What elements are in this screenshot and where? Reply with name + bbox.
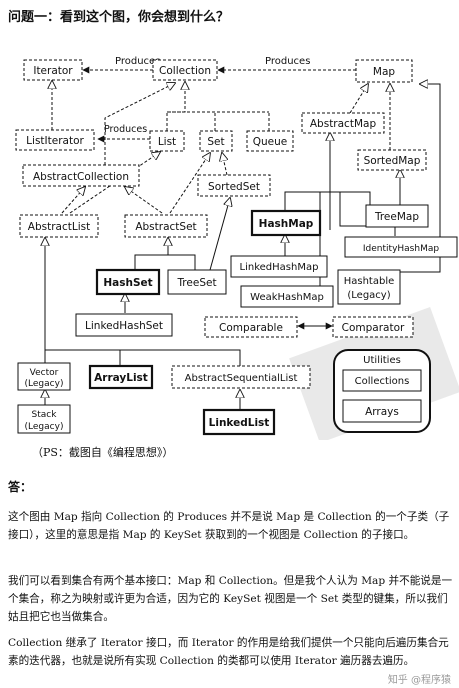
abstractlist-label: AbstractList (28, 221, 90, 233)
edge-list-collection (166, 82, 185, 131)
sortedset-label: SortedSet (208, 181, 260, 193)
hashset-box (95, 268, 161, 296)
vector-box (17, 362, 71, 391)
linkedlist-box (202, 408, 276, 436)
treeset-box (167, 269, 227, 295)
abstractset-label: AbstractSet (135, 221, 196, 233)
queue-box (246, 130, 294, 152)
hashtable-box (337, 269, 401, 305)
edge-hashset-abstractset (134, 238, 168, 270)
sortedmap-box (357, 149, 427, 171)
list-box (149, 130, 185, 152)
treeset-label: TreeSet (176, 277, 216, 289)
produces-label-3: Produces (104, 124, 147, 135)
comparable-label: Comparable (219, 322, 283, 334)
treemap-box (365, 204, 429, 228)
linkedhashmap-box (230, 255, 328, 278)
linkedhashset-box (75, 313, 173, 337)
stack-box (17, 404, 71, 434)
listiterator-label: ListIterator (26, 135, 84, 147)
abstractmap-box (301, 112, 385, 134)
edge-abstractmap-map (349, 84, 368, 114)
collections-box (342, 369, 422, 392)
edge-hashmap-abstractmap (284, 191, 330, 210)
hashtable-legacy-label: (Legacy) (347, 290, 390, 301)
arraylist-box (88, 364, 154, 390)
map-label: Map (373, 66, 395, 78)
hashmap-box (250, 209, 322, 237)
abstractlist-box (19, 214, 99, 238)
abstractmap-label: AbstractMap (310, 118, 377, 130)
edge-maps-abstractmap (329, 191, 371, 230)
paragraph-1: 这个图由 Map 指向 Collection 的 Produces 并不是说 M… (8, 511, 450, 541)
abstractset-box (124, 214, 208, 238)
stack-label: Stack (32, 410, 58, 420)
arrays-label: Arrays (365, 406, 399, 418)
weakhashmap-box (240, 285, 334, 308)
comparator-box (332, 316, 414, 338)
edge-sortedset-set (222, 153, 227, 176)
vector-label: Vector (30, 368, 59, 378)
paragraph-3: Collection 继承了 Iterator 接口，而 Iterator 的作… (8, 637, 449, 667)
collection-framework-diagram: Produces Produces Produces (15, 56, 459, 440)
edge-abstractcollection-collection (104, 83, 175, 165)
answer-label: 答： (8, 480, 33, 494)
arrays-box (342, 399, 422, 423)
comparable-box (204, 316, 298, 338)
linkedhashset-label: LinkedHashSet (85, 320, 163, 332)
list-label: List (158, 136, 176, 148)
edge-abstractset-abstractcollection (125, 187, 163, 214)
zhihu-watermark: 知乎 @程序猿 (387, 675, 451, 686)
question-title: 问题一：看到这个图，你会想到什么？ (8, 10, 230, 25)
produces-label-1: Produces (115, 56, 160, 67)
arraylist-label: ArrayList (94, 372, 148, 384)
weakhashmap-label: WeakHashMap (250, 292, 324, 303)
queue-label: Queue (253, 136, 288, 148)
identityhashmap-label: IdentityHashMap (363, 244, 439, 254)
hashset-label: HashSet (103, 277, 152, 289)
edge-treeset-abstractset (168, 254, 196, 270)
abstractcollection-box (22, 164, 140, 187)
abstractsequentiallist-label: AbstractSequentialList (185, 373, 298, 384)
linkedlist-label: LinkedList (209, 417, 270, 429)
collection-box (152, 59, 218, 81)
comparator-label: Comparator (342, 322, 405, 334)
edge-abstractlist-abstractcollection (61, 187, 85, 214)
edge-treeset-sortedset (209, 198, 230, 271)
listiterator-box (15, 129, 95, 151)
figure-caption: （PS：截图自《编程思想》） (32, 446, 174, 459)
utilities-label: Utilities (363, 355, 401, 366)
sortedmap-label: SortedMap (364, 155, 421, 167)
map-box (355, 59, 413, 83)
iterator-label: Iterator (33, 65, 73, 77)
linkedhashmap-label: LinkedHashMap (240, 262, 319, 273)
collections-label: Collections (355, 376, 410, 387)
edge-abstractlist-list (69, 152, 160, 214)
collection-label: Collection (159, 65, 211, 77)
abstractsequentiallist-box (171, 365, 311, 389)
identityhashmap-box (344, 236, 458, 258)
vector-legacy-label: (Legacy) (25, 379, 64, 389)
paragraph-2: 我们可以看到集合有两个基本接口：Map 和 Collection。但是我个人认为… (8, 575, 453, 623)
stack-legacy-label: (Legacy) (25, 422, 64, 432)
produces-label-2: Produces (265, 56, 310, 67)
hashmap-label: HashMap (259, 218, 314, 230)
iterator-box (23, 59, 83, 81)
edge-abstractsequentiallist-abstractlist (120, 349, 241, 366)
hashtable-label: Hashtable (344, 276, 395, 287)
set-box (199, 130, 233, 152)
set-label: Set (207, 136, 224, 148)
edge-abstractset-set (169, 153, 210, 214)
treemap-label: TreeMap (374, 211, 419, 223)
sortedset-box (197, 174, 271, 197)
abstractcollection-label: AbstractCollection (33, 171, 129, 183)
